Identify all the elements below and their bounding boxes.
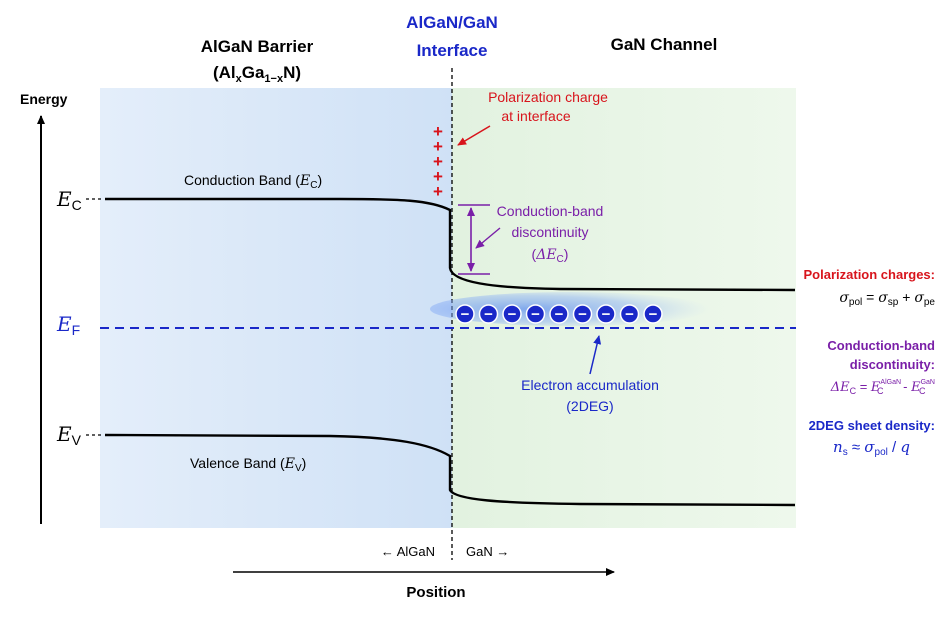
legend-discontinuity-title-line2: discontinuity: xyxy=(850,357,935,372)
electron-label-line1: Electron accumulation xyxy=(521,377,659,393)
discontinuity-label-line3: (ΔEC) xyxy=(532,246,569,265)
electron-sign: − xyxy=(508,306,517,323)
electron-sign: − xyxy=(531,306,540,323)
plus-charge: + xyxy=(433,182,443,201)
electron xyxy=(502,304,522,324)
legend-polarization-title: Polarization charges: xyxy=(804,267,935,282)
discontinuity-label-line2: discontinuity xyxy=(511,224,588,240)
position-axis-label: Position xyxy=(406,584,465,601)
electron-sign: − xyxy=(484,306,493,323)
barrier-region xyxy=(100,88,452,528)
electron xyxy=(572,304,593,324)
legend-density-title: 2DEG sheet density: xyxy=(809,418,935,433)
2deg-electrons: −−−−−−−−− xyxy=(455,304,663,324)
electron-arrow xyxy=(589,335,602,375)
electron-sign: − xyxy=(602,306,611,323)
electron-sign: − xyxy=(461,306,470,323)
legend-density-eq: ns ≈ σpol / q xyxy=(833,438,910,458)
conduction-band xyxy=(105,197,796,292)
electron-sign: − xyxy=(555,306,564,323)
electron xyxy=(596,304,616,324)
electron xyxy=(549,304,569,324)
polarization-label-line1: Polarization charge xyxy=(488,89,608,105)
electron xyxy=(619,304,640,324)
energy-axis-label: Energy xyxy=(20,91,68,107)
plus-charge: + xyxy=(433,137,443,156)
electron-label-line2: (2DEG) xyxy=(566,398,613,414)
discontinuity-label-line1: Conduction-band xyxy=(497,203,604,219)
legend-polarization-eq: σpol = σsp + σpe xyxy=(839,289,935,308)
electron-sign: − xyxy=(578,306,587,323)
conduction-band-label: Conduction Band (EC) xyxy=(184,172,322,191)
legend-discontinuity-title-line1: Conduction-band xyxy=(827,338,935,353)
gan-direction-label: GaN → xyxy=(466,544,509,559)
polarization-plus-charges: +++++ xyxy=(433,122,443,201)
barrier-title: AlGaN Barrier xyxy=(201,37,314,56)
polarization-arrow xyxy=(457,125,491,146)
ev-label: EV xyxy=(56,422,82,448)
electron-sign: − xyxy=(625,306,634,323)
polarization-label-line2: at interface xyxy=(501,108,570,124)
electron xyxy=(525,304,546,324)
valence-band xyxy=(104,433,796,507)
electron xyxy=(643,304,663,324)
discontinuity-pointer xyxy=(475,227,501,249)
electron xyxy=(478,304,499,324)
plus-charge: + xyxy=(433,167,443,186)
plus-charge: + xyxy=(433,152,443,171)
electron-sign: − xyxy=(649,306,658,323)
interface-title-line2: Interface xyxy=(417,41,488,60)
plus-charge: + xyxy=(433,122,443,141)
algan-direction-label: ← AlGaN xyxy=(381,544,435,559)
channel-title: GaN Channel xyxy=(611,35,718,54)
valence-band-label: Valence Band (EV) xyxy=(190,455,306,474)
electron xyxy=(455,304,475,324)
ec-label: EC xyxy=(56,187,82,213)
interface-title-line1: AlGaN/GaN xyxy=(406,13,498,32)
ef-label: EF xyxy=(56,312,80,338)
2deg-glow xyxy=(430,292,710,326)
barrier-formula: (AlxGa1−xN) xyxy=(213,63,301,85)
